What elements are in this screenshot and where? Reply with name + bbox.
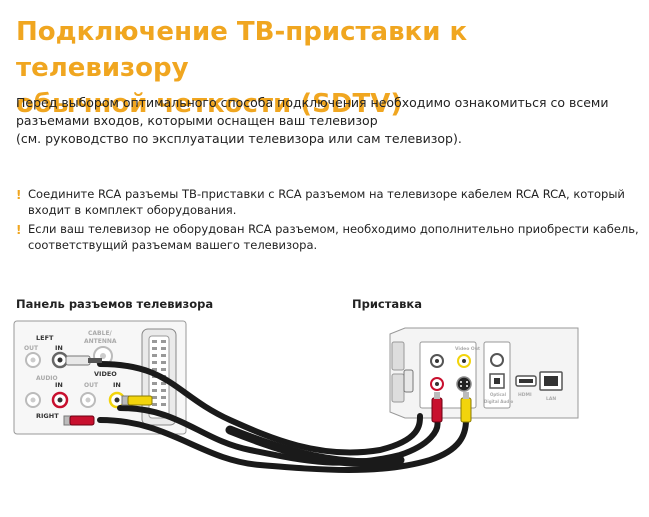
intro-line-2: разъемами входов, которыми оснащен ваш т…: [16, 113, 378, 128]
label-left: LEFT: [36, 334, 54, 342]
instruction-item: ! Соедините RCA разъемы ТВ-приставки с R…: [16, 186, 641, 218]
label-video-out: Video Out: [455, 346, 481, 352]
label-antenna: ANTENNA: [84, 338, 117, 345]
label-in: IN: [113, 381, 121, 389]
intro-line-3: (см. руководство по эксплуатации телевиз…: [16, 131, 462, 146]
label-optical: Optical: [490, 392, 507, 397]
title-line-2: обычной четкости (SDTV): [16, 89, 403, 119]
intro-line-1: Перед выбором оптимального способа подкл…: [16, 95, 609, 110]
title-line-1: Подключение ТВ-приставки к телевизору: [16, 17, 468, 83]
label-video: VIDEO: [94, 370, 117, 378]
stb-rca-plug-white: [403, 369, 414, 393]
rca-cable: [97, 361, 469, 473]
tv-panel-caption: Панель разъемов телевизора: [16, 297, 214, 311]
label-digital-audio: Digital Audio: [484, 399, 513, 404]
page-title: Подключение ТВ-приставки к телевизору об…: [16, 14, 641, 122]
exclamation-icon: !: [16, 188, 22, 202]
label-out: OUT: [84, 382, 99, 389]
label-right: RIGHT: [36, 412, 59, 420]
stb-svideo-jack: [456, 376, 472, 392]
instruction-2-line-2: соответствущий разъемам вашего телевизор…: [28, 238, 318, 252]
instruction-1-line-2: входит в комплект оборудования.: [28, 203, 237, 217]
label-hdmi: HDMI: [518, 392, 532, 398]
label-lan: LAN: [546, 396, 556, 402]
connection-diagram: LEFT OUT IN CABLE/ ANTENNA AUDIO VIDEO I…: [13, 320, 579, 473]
intro-text: Перед выбором оптимального способа подкл…: [16, 94, 641, 148]
stb-back-panel: Video Out Optical Digital Audio HDMI LAN: [389, 327, 579, 419]
instruction-2-line-1: Если ваш телевизор не оборудован RCA раз…: [28, 222, 639, 236]
instruction-list: ! Соедините RCA разъемы ТВ-приставки с R…: [16, 186, 641, 256]
label-audio: AUDIO: [36, 375, 58, 382]
stb-coax-jack: [490, 353, 504, 367]
instruction-item: ! Если ваш телевизор не оборудован RCA р…: [16, 221, 641, 253]
tv-rca-plug-yellow: [121, 395, 153, 406]
tv-rca-plug-white: [65, 355, 102, 366]
label-in: IN: [55, 344, 63, 352]
label-cable: CABLE/: [88, 330, 113, 337]
label-out: OUT: [24, 345, 39, 352]
stb-rca-plug-red: [431, 392, 443, 423]
tv-rca-plug-red: [63, 415, 95, 426]
instruction-1-line-1: Соедините RCA разъемы ТВ-приставки с RCA…: [28, 187, 625, 201]
label-in: IN: [55, 381, 63, 389]
exclamation-icon: !: [16, 223, 22, 237]
stb-rca-plug-yellow: [460, 392, 472, 423]
stb-caption: Приставка: [352, 297, 422, 311]
